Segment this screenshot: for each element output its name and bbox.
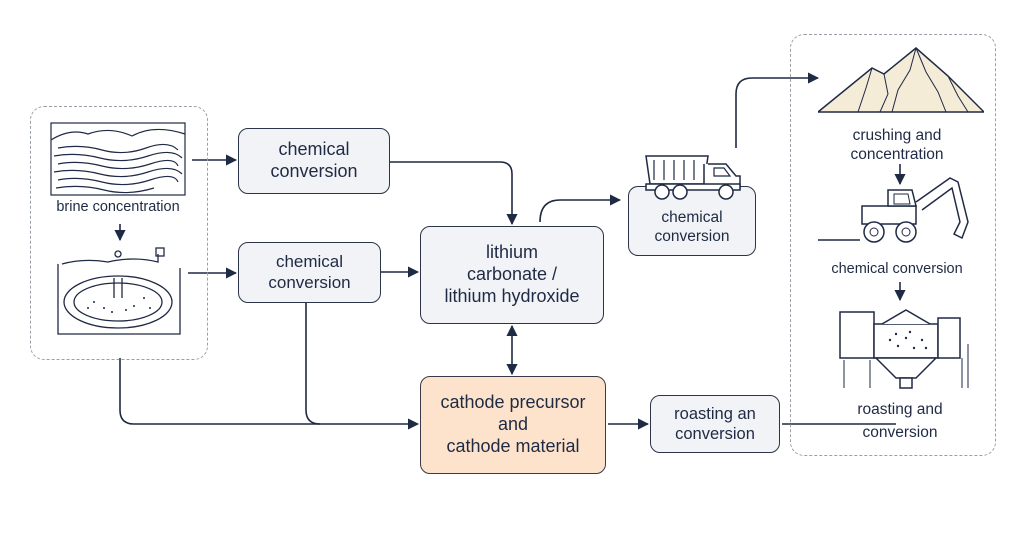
line: conversion xyxy=(862,424,938,442)
crushing-concentration-label: crushing and concentration xyxy=(812,126,982,165)
line: conversion xyxy=(270,161,358,181)
cathode-precursor-box: cathode precursor and cathode material xyxy=(420,376,606,474)
excavator-icon xyxy=(861,177,969,243)
line: chemical xyxy=(278,139,350,160)
roasting-conversion-box: roasting an conversion xyxy=(650,395,780,453)
line: and xyxy=(497,414,529,435)
chemical-conversion-mid-box: chemical conversion xyxy=(238,242,381,303)
line: chemical xyxy=(661,209,723,227)
truck-chemical-conversion-card: chemical conversion xyxy=(628,186,756,256)
chemical-conversion-top-box: chemical conversion xyxy=(238,128,390,194)
line: carbonate / xyxy=(466,264,558,285)
line: roasting and xyxy=(857,401,943,418)
line: conversion xyxy=(268,272,351,292)
hardrock-group-frame xyxy=(790,34,996,456)
mountain-ore-icon xyxy=(818,47,984,113)
line: roasting an xyxy=(674,404,756,423)
salt-lake-icon xyxy=(50,122,186,196)
line: lithium xyxy=(485,242,538,263)
arrow-chem-top-to-lithium xyxy=(390,161,518,226)
arrow-lithium-to-truck xyxy=(539,194,622,223)
line: cathode material xyxy=(446,435,580,456)
line: conversion xyxy=(675,425,755,443)
evaporation-pond-icon xyxy=(57,247,181,335)
line: cathode precursor xyxy=(440,392,586,413)
arrow-chem-mid-to-cathode xyxy=(305,303,321,425)
arrow-truck-to-mountain xyxy=(735,72,820,148)
dump-truck-icon xyxy=(645,155,741,200)
line: chemical xyxy=(275,251,344,271)
arrow-pond-to-cathode xyxy=(119,358,420,430)
brine-concentration-label: brine concentration xyxy=(56,199,180,215)
line: crushing and xyxy=(852,127,942,144)
chemical-conversion-right-label: chemical conversion xyxy=(831,261,963,277)
line: lithium hydroxide xyxy=(444,285,580,306)
lithium-carbonate-hydroxide-box: lithium carbonate / lithium hydroxide xyxy=(420,226,604,324)
roasting-furnace-icon xyxy=(839,309,969,389)
brine-group-frame xyxy=(30,106,208,360)
line: conversion xyxy=(654,228,730,246)
line: concentration xyxy=(850,146,944,164)
roasting-conversion-right-label: roasting and conversion xyxy=(820,398,980,445)
